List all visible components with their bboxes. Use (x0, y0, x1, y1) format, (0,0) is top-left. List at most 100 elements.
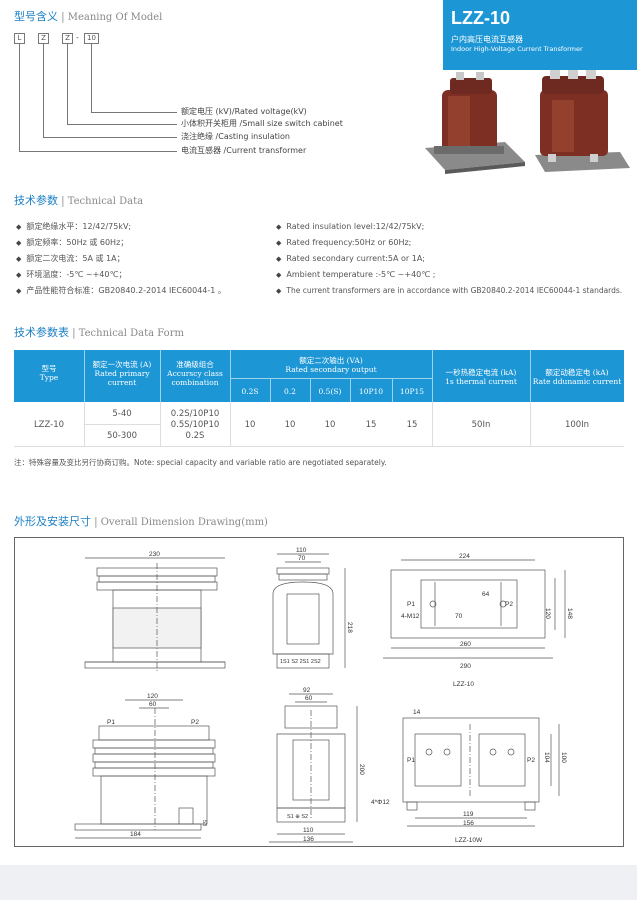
th-thermal-en: 1s thermal current (445, 377, 517, 386)
model-box-z2: Z (62, 33, 73, 44)
th-accuracy-en2: combination (171, 378, 219, 387)
model-line (19, 44, 20, 151)
model-line (91, 112, 177, 113)
header-divider (230, 350, 231, 402)
header-divider (160, 350, 161, 402)
cell-accuracy-2: 0.5S/10P10 (170, 420, 220, 430)
spec-en-secondary: Rated secondary current:5A or 1A; (276, 254, 425, 264)
terminal-labels: 1S1 S2 2S1 2S2 (280, 659, 321, 665)
dim-260: 260 (460, 641, 471, 648)
th-secondary: 额定二次输出 (VA) Rated secondary output (230, 356, 432, 374)
header-divider (230, 378, 432, 379)
table-title-en: Technical Data Form (78, 328, 184, 339)
th-sub-10p10: 10P10 (358, 387, 384, 396)
dim-60: 60 (149, 701, 157, 708)
dim-104: 104 (543, 752, 550, 763)
label-p2c: P2 (527, 757, 535, 764)
product-subtitle-en: Indoor High-Voltage Current Transformer (451, 45, 583, 53)
th-secondary-en: Rated secondary output (285, 365, 377, 374)
dim-100: 100 (560, 752, 567, 763)
model-section-title: 型号含义|Meaning Of Model (14, 10, 163, 23)
cell-accuracy-3: 0.2S (185, 431, 205, 441)
th-sub-02s: 0.2S (241, 387, 259, 396)
table-section-title: 技术参数表|Technical Data Form (14, 326, 184, 339)
dim-136: 136 (303, 836, 314, 843)
cell-primary-1: 5-40 (112, 409, 132, 419)
row-divider (14, 446, 624, 447)
model-box-10: 10 (84, 33, 99, 44)
model-meaning-cabinet: 小体积开关柜用 /Small size switch cabinet (181, 119, 343, 128)
view-top-plan: 224 P1 P2 4-M12 70 64 120 148 260 290 LZ… (383, 553, 573, 688)
dim-120b: 120 (147, 693, 158, 700)
header-divider (310, 378, 311, 402)
label-p2: P2 (505, 601, 513, 608)
th-dynamic-en: Rate ddunamic current (532, 377, 622, 386)
drawing-section-title: 外形及安装尺寸|Overall Dimension Drawing(mm) (14, 515, 268, 528)
product-subtitle-cn: 户内高压电流互感器 (451, 35, 523, 44)
model-line (67, 44, 68, 124)
view-lzz10w-plan: 14 P1 P2 4*Φ12 104 100 119 156 LZZ-10W (371, 709, 567, 844)
header-divider (392, 378, 393, 402)
cell-output-10p10: 15 (365, 420, 377, 430)
cell-output-05s: 10 (324, 420, 336, 430)
drawing-title-cn: 外形及安装尺寸 (14, 515, 91, 528)
label-p1b: P1 (107, 719, 115, 726)
dimension-drawings: 230 110 70 1S1 S2 2S1 2S2 218 224 P1 (74, 547, 573, 844)
dimension-drawing-panel: 230 110 70 1S1 S2 2S1 2S2 218 224 P1 (14, 537, 624, 847)
th-dynamic: 额定动稳定电 (kA) Rate ddunamic current (530, 368, 624, 386)
dim-110b: 110 (303, 827, 314, 834)
product-banner: LZZ-10 户内高压电流互感器 Indoor High-Voltage Cur… (443, 0, 637, 70)
dim-110: 110 (296, 547, 307, 554)
tech-title-en: Technical Data (67, 196, 144, 207)
th-primary-en2: current (107, 378, 137, 387)
drawing-title-en: Overall Dimension Drawing(mm) (100, 517, 268, 528)
th-accuracy: 准确级组合 Accurscy class combination (160, 360, 230, 387)
tech-title-cn: 技术参数 (14, 194, 58, 207)
spec-cn-standard: 产品性能符合标准：GB20840.2-2014 IEC60044-1 。 (16, 286, 226, 296)
spec-cn-secondary: 额定二次电流：5A 或 1A； (16, 254, 124, 264)
row-divider (530, 402, 531, 446)
table-title-cn: 技术参数表 (14, 326, 69, 339)
th-primary-en1: Rated primary (94, 369, 150, 378)
model-title-en: Meaning Of Model (67, 12, 163, 23)
cell-accuracy-1: 0.2S/10P10 (170, 409, 220, 419)
transformer-photo-right (535, 70, 630, 172)
dim-148: 148 (566, 608, 573, 619)
spec-cn-insulation: 额定绝缘水平：12/42/75kV; (16, 222, 131, 232)
th-sub-10p15: 10P15 (399, 387, 425, 396)
header-divider (350, 378, 351, 402)
model-line (19, 151, 177, 152)
cell-dynamic: 100In (564, 420, 590, 430)
product-photo (425, 70, 630, 174)
cell-primary-2: 50-300 (106, 431, 138, 441)
transformer-photo-left (425, 72, 525, 174)
dim-70b: 70 (455, 613, 463, 620)
row-divider (84, 424, 160, 425)
model-line (91, 44, 92, 112)
header-divider (530, 350, 531, 402)
dim-92: 92 (303, 687, 311, 694)
label-p2b: P2 (191, 719, 199, 726)
row-divider (230, 402, 231, 446)
dim-218: 218 (346, 622, 353, 633)
dim-4phi12: 4*Φ12 (371, 799, 390, 806)
model-line (67, 124, 177, 125)
cell-type: LZZ-10 (33, 420, 65, 430)
model-meaning-voltage: 额定电压 (kV)/Rated voltage(kV) (181, 107, 307, 116)
table-note: 注：特殊容量及变比另行协商订购。Note: special capacity a… (14, 458, 387, 467)
table-header (14, 350, 624, 402)
th-primary-cn: 额定一次电流 (A) (92, 360, 152, 369)
th-sub-02: 0.2 (284, 387, 296, 396)
dim-290: 290 (460, 663, 471, 670)
caption-lzz10: LZZ-10 (453, 681, 474, 688)
th-type-en: Type (39, 373, 59, 382)
th-accuracy-cn: 准确级组合 (176, 360, 214, 369)
th-dynamic-cn: 额定动稳定电 (kA) (545, 368, 609, 377)
model-box-l: L (14, 33, 25, 44)
spec-cn-frequency: 额定频率：50Hz 或 60Hz； (16, 238, 128, 248)
dim-230: 230 (149, 551, 160, 558)
dim-64: 64 (482, 591, 490, 598)
view-side-top: 110 70 1S1 S2 2S1 2S2 218 (272, 547, 353, 669)
dim-4m12: 4-M12 (401, 613, 420, 620)
dim-70: 70 (298, 555, 306, 562)
